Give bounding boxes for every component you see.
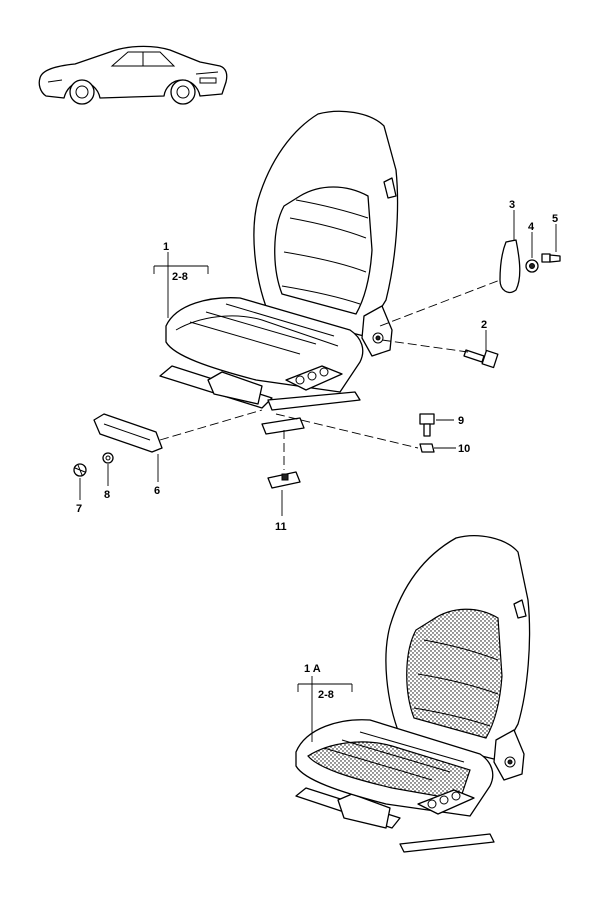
callout-4: 4 xyxy=(528,221,535,233)
callout-1-range: 2-8 xyxy=(172,271,188,283)
seat-fabric-insert-icon xyxy=(295,535,531,853)
callout-9: 9 xyxy=(458,415,464,427)
part-2-bolt xyxy=(463,349,499,369)
car-sideview-icon xyxy=(38,45,228,105)
part-9-bolt xyxy=(419,413,435,437)
part-7-screw xyxy=(73,463,87,477)
part-11-clip xyxy=(267,471,301,489)
part-3-lever-cover xyxy=(499,239,521,294)
callout-leaders xyxy=(79,210,557,742)
callout-3: 3 xyxy=(509,199,515,211)
callout-10: 10 xyxy=(458,443,470,455)
part-5-screw xyxy=(541,253,561,263)
part-4-washer xyxy=(525,259,539,273)
part-6-trim-cover xyxy=(93,413,163,453)
callout-6: 6 xyxy=(154,485,160,497)
part-8-washer xyxy=(102,452,114,464)
assembly-lines xyxy=(159,279,501,470)
callout-1a: 1 A xyxy=(304,663,321,675)
callout-7: 7 xyxy=(76,503,82,515)
callout-5: 5 xyxy=(552,213,558,225)
seat-icon xyxy=(159,110,399,435)
callout-11: 11 xyxy=(275,521,287,533)
callout-1: 1 xyxy=(163,241,169,253)
callout-2: 2 xyxy=(481,319,487,331)
callout-8: 8 xyxy=(104,489,110,501)
part-10-nut xyxy=(419,443,435,453)
callout-1a-range: 2-8 xyxy=(318,689,334,701)
